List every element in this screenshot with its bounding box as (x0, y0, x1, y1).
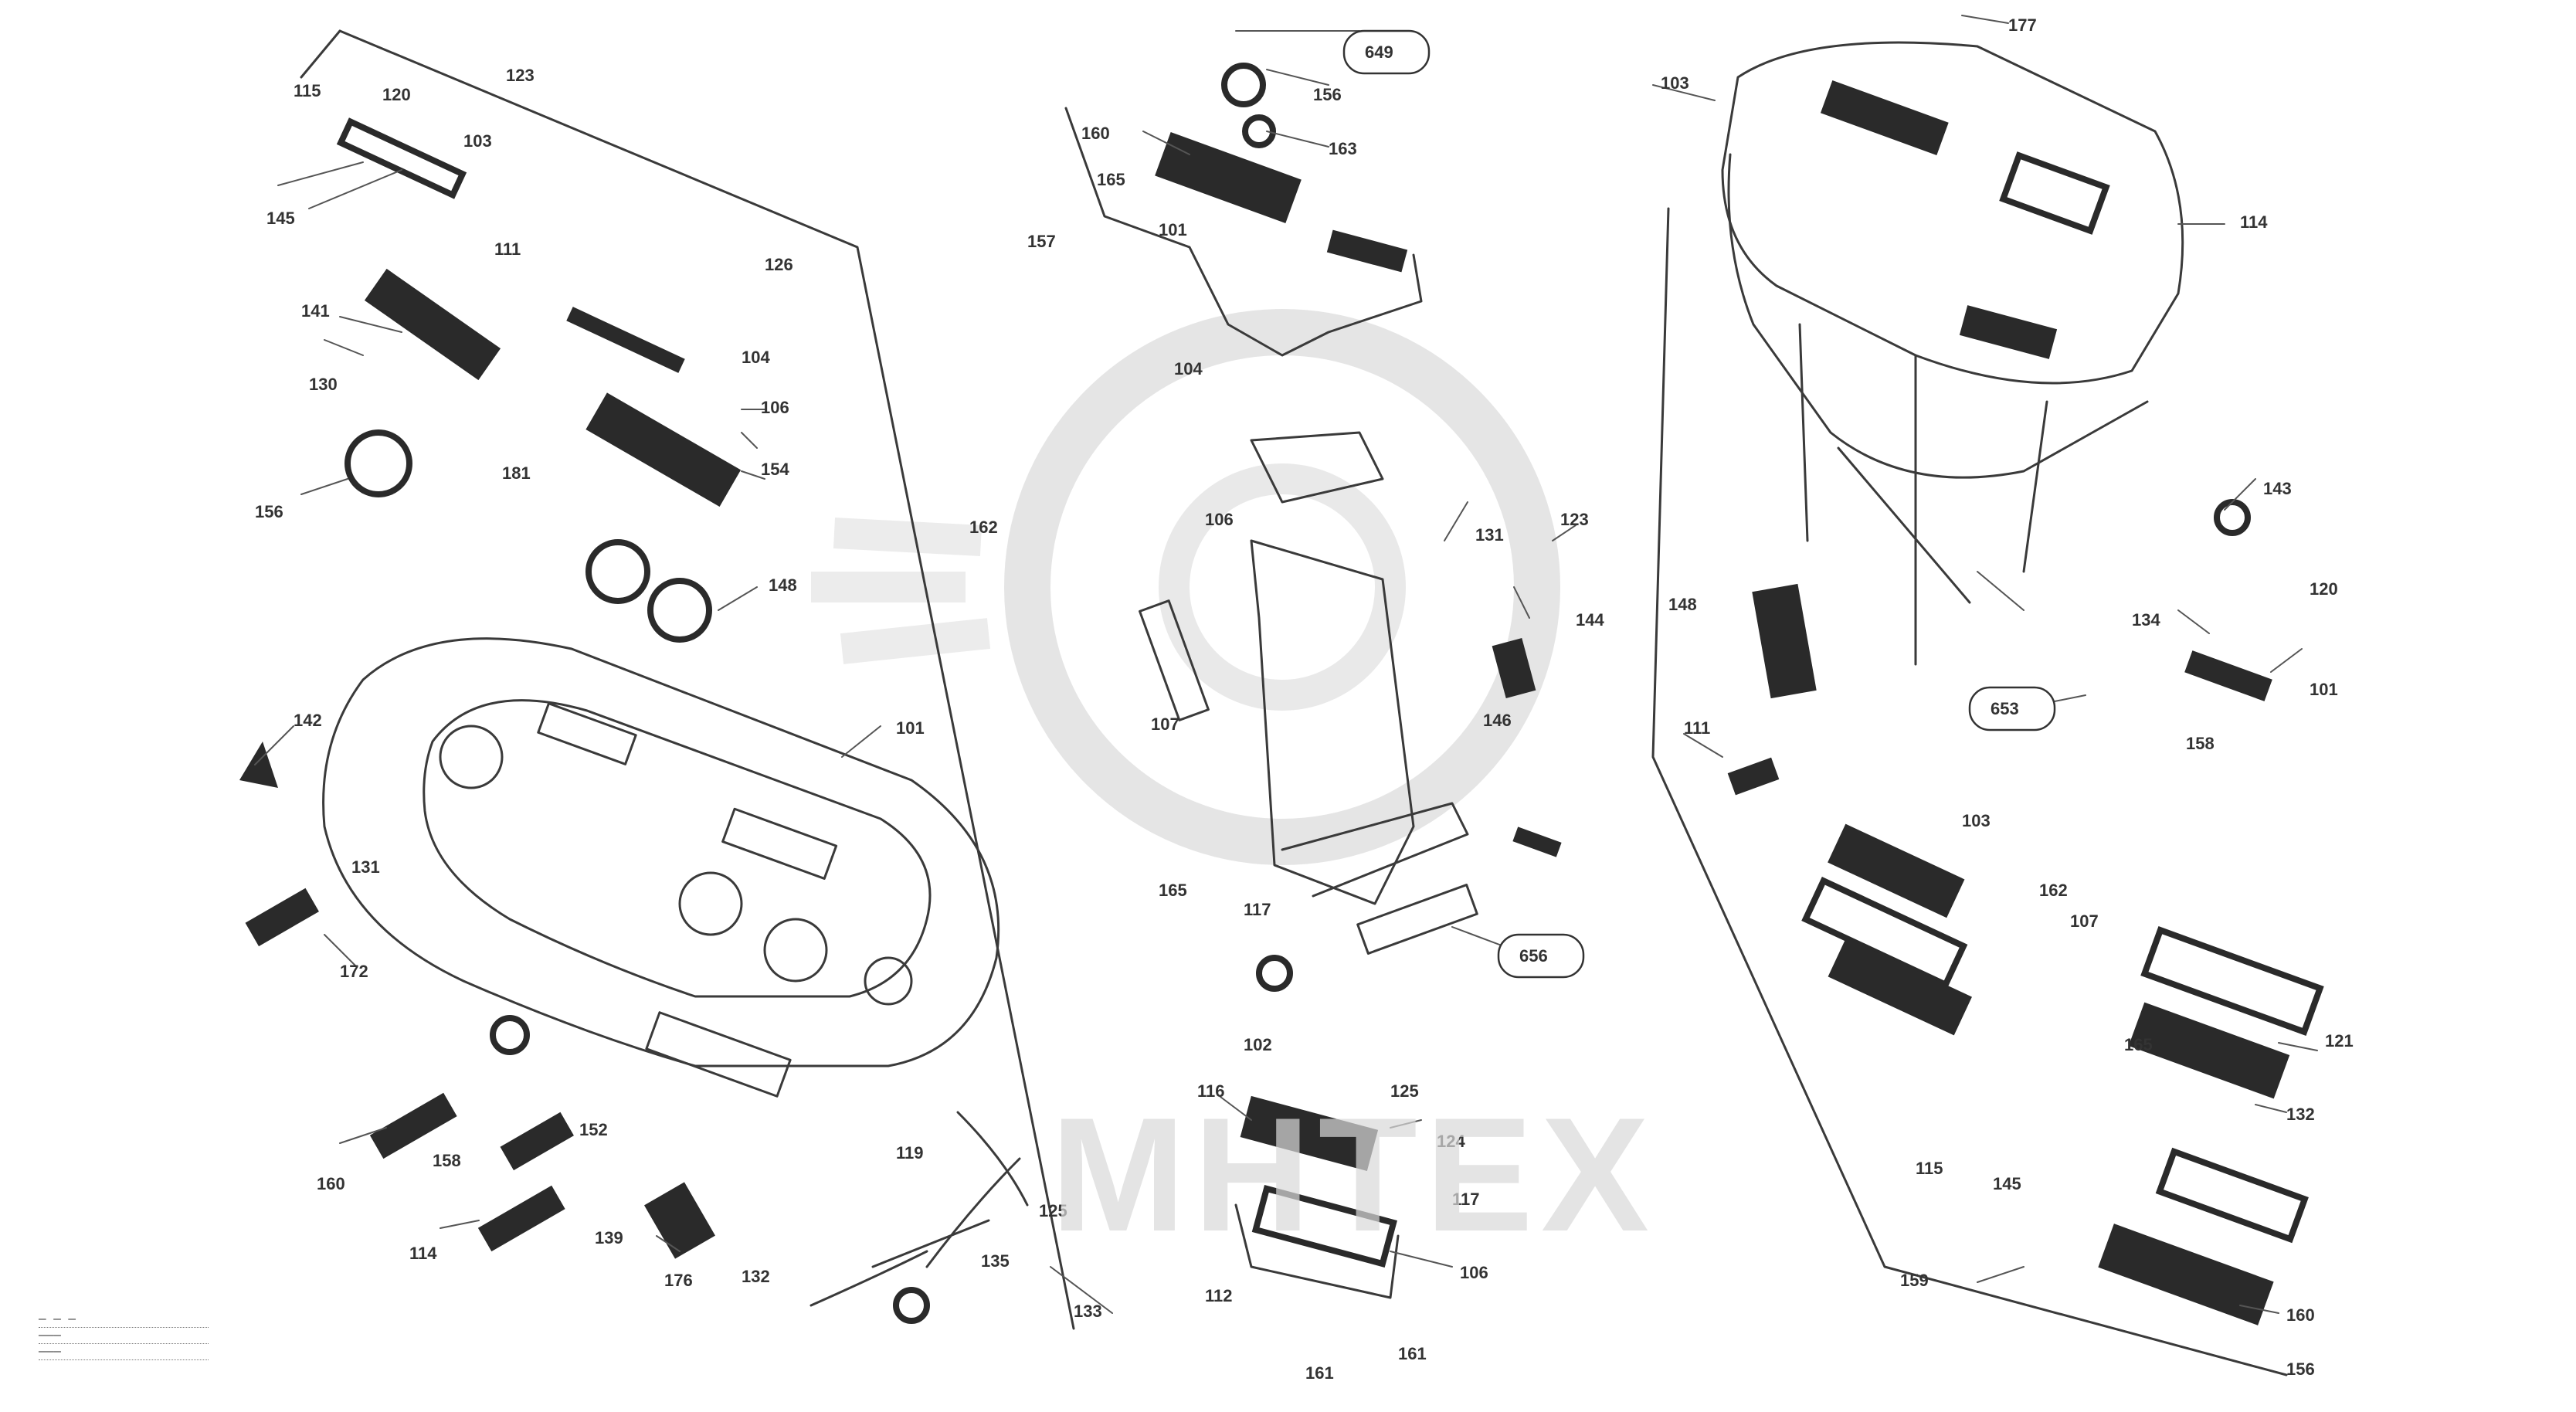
callout-label: 152 (579, 1120, 608, 1139)
callout-label: 107 (2070, 911, 2099, 931)
callout-label: 158 (2186, 734, 2215, 753)
center-callouts: 156 163 160 165 157 101 104 106 131 123 … (1027, 29, 1604, 1383)
callout-label: 146 (1483, 711, 1512, 730)
callout-label: 103 (1661, 73, 1689, 93)
svg-text:656: 656 (1519, 946, 1548, 966)
callout-label: 101 (1159, 220, 1187, 239)
reference-line: — — — (39, 1312, 209, 1328)
callout-label: 148 (769, 575, 797, 595)
left-callouts: 115 145 120 103 123 111 141 130 126 104 … (255, 66, 1102, 1321)
callout-label: 106 (761, 398, 789, 417)
callout-label: 165 (1159, 881, 1187, 900)
callout-label: 160 (1081, 124, 1110, 143)
callout-label: 121 (2325, 1031, 2354, 1051)
callout-label: 160 (2286, 1305, 2315, 1325)
callout-label: 131 (1475, 525, 1504, 545)
callout-label: 130 (309, 375, 338, 394)
callout-label: 157 (1027, 232, 1056, 251)
callout-label: 119 (896, 1143, 924, 1163)
callout-label: 165 (1097, 170, 1125, 189)
callout-label: 162 (2039, 881, 2068, 900)
left-panel-drawing (239, 29, 1113, 1330)
callout-label: 104 (742, 348, 770, 367)
callout-label: 172 (340, 962, 368, 981)
callout-label: 116 (1197, 1081, 1225, 1101)
callout-label: 103 (1962, 811, 1991, 830)
callout-label: 161 (1398, 1344, 1427, 1363)
callout-label: 114 (409, 1244, 437, 1263)
boxed-callout: 653 (1968, 686, 2056, 731)
callout-label: 177 (2008, 15, 2037, 35)
callout-label: 134 (2132, 610, 2160, 630)
reference-block: — — — ——— ——— (39, 1312, 209, 1360)
callout-label: 106 (1205, 510, 1234, 529)
right-callouts: 177 103 114 143 148 111 134 120 101 158 … (1661, 15, 2354, 1379)
callout-label: 159 (1900, 1271, 1929, 1290)
callout-label: 111 (1684, 718, 1710, 738)
callout-label: 139 (595, 1228, 623, 1247)
callout-label: 158 (433, 1151, 461, 1170)
callout-label: 162 (969, 518, 998, 537)
callout-label: 117 (1244, 900, 1271, 919)
callout-label: 123 (506, 66, 535, 85)
callout-label: 145 (266, 209, 295, 228)
center-panel-drawing (1064, 30, 1576, 1299)
reference-line: ——— (39, 1328, 209, 1344)
callout-label: 156 (255, 502, 283, 521)
callout-label: 142 (294, 711, 322, 730)
reference-line: ——— (39, 1344, 209, 1360)
callout-label: 106 (1460, 1263, 1488, 1282)
callout-label: 145 (1993, 1174, 2021, 1193)
callout-label: 181 (502, 463, 531, 483)
callout-label: 156 (2286, 1359, 2315, 1379)
callout-label: 132 (742, 1267, 770, 1286)
callout-label: 161 (1305, 1363, 1334, 1383)
callout-label: 115 (294, 81, 321, 100)
svg-text:649: 649 (1365, 42, 1393, 62)
callout-label: 144 (1576, 610, 1604, 630)
callout-label: 103 (463, 131, 492, 151)
callout-label: 131 (351, 857, 380, 877)
svg-text:653: 653 (1991, 699, 2019, 718)
boxed-callout: 656 (1497, 933, 1585, 979)
callout-label: 143 (2263, 479, 2292, 498)
callout-label: 133 (1074, 1302, 1102, 1321)
callout-label: 141 (301, 301, 330, 321)
callout-label: 135 (981, 1251, 1010, 1271)
callout-label: 112 (1205, 1286, 1233, 1305)
callout-label: 176 (664, 1271, 693, 1290)
watermark-text: MHTEX (1050, 1084, 1657, 1265)
callout-label: 124 (1437, 1132, 1465, 1151)
callout-label: 120 (2310, 579, 2338, 599)
callout-label: 126 (765, 255, 793, 274)
callout-label: 132 (2286, 1105, 2315, 1124)
callout-label: 107 (1151, 714, 1179, 734)
callout-label: 101 (2310, 680, 2338, 699)
right-panel-drawing (1651, 15, 2324, 1376)
callout-label: 114 (2240, 212, 2268, 232)
callout-label: 160 (317, 1174, 345, 1193)
callout-label: 163 (1329, 139, 1357, 158)
callout-label: 101 (896, 718, 925, 738)
callout-label: 165 (2124, 1035, 2153, 1054)
callout-label: 148 (1668, 595, 1697, 614)
callout-label: 125 (1390, 1081, 1419, 1101)
callout-label: 156 (1313, 85, 1342, 104)
callout-label: 123 (1560, 510, 1589, 529)
callout-label: 102 (1244, 1035, 1272, 1054)
callout-label: 104 (1174, 359, 1203, 378)
watermark-gear-icon (811, 309, 1560, 865)
boxed-callout: 649 (1342, 29, 1431, 75)
callout-label: 154 (761, 460, 789, 479)
callout-label: 111 (494, 239, 521, 259)
callout-label: 125 (1039, 1201, 1067, 1220)
callout-label: 115 (1916, 1159, 1943, 1178)
callout-label: 120 (382, 85, 411, 104)
callout-label: 117 (1452, 1190, 1480, 1209)
